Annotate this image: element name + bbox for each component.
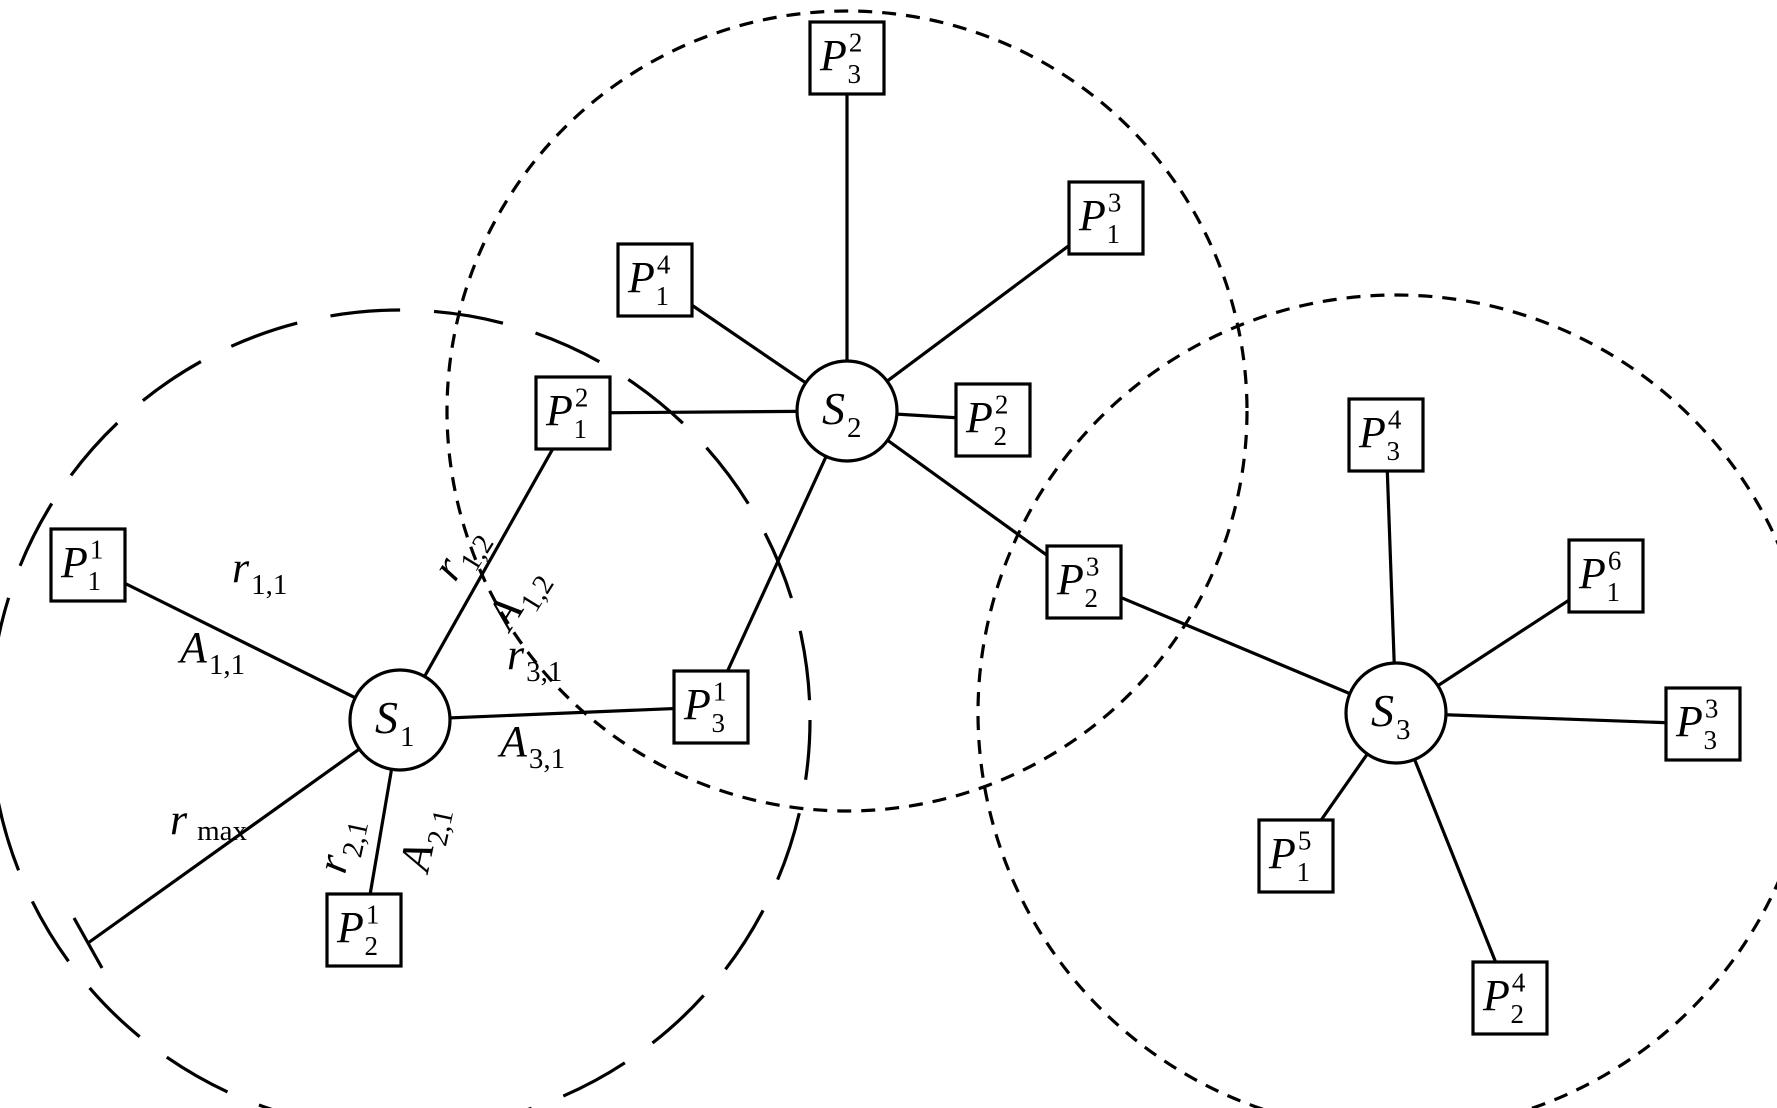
point-box — [1567, 538, 1645, 614]
edge-label-group: r3,1 — [507, 630, 562, 688]
rmax-end-tick — [72, 917, 104, 969]
point-box — [1067, 180, 1145, 256]
station-node-s2: S2 — [795, 359, 899, 463]
point-box — [1257, 818, 1335, 894]
point-box — [325, 892, 403, 968]
edge-label-group: r1,2 — [422, 515, 501, 593]
link-s3-p32 — [1083, 580, 1397, 715]
point-box — [1471, 960, 1549, 1036]
edge-label-group: A1,1 — [177, 623, 245, 681]
edge-label-group: A2,1 — [389, 801, 460, 880]
point-box — [534, 375, 612, 451]
link-s2-p13 — [709, 410, 849, 708]
edge-label-r12: r1,2 — [422, 515, 501, 593]
station-circle — [1344, 661, 1448, 765]
point-box — [1347, 397, 1425, 473]
point-box — [616, 242, 694, 318]
point-box — [672, 669, 750, 745]
edge-label-group: A3,1 — [497, 717, 565, 775]
edge-label-r11: r1,1 — [232, 543, 287, 601]
edge-label-r31: r3,1 — [507, 630, 562, 688]
range-circle-s1 — [0, 308, 812, 1108]
link-s1-p21 — [398, 412, 575, 721]
link-s1-rmax — [87, 718, 401, 945]
station-circle — [348, 668, 452, 772]
link-s1-p11 — [87, 563, 401, 722]
edge-label-r21: r2,1 — [307, 813, 375, 879]
edge-label-group: r1,1 — [232, 543, 287, 601]
link-s1-p13 — [399, 705, 712, 722]
point-box — [1045, 544, 1123, 620]
range-circle-s3 — [976, 293, 1777, 1108]
station-node-s1: S1 — [348, 668, 452, 772]
link-s2-p31 — [846, 216, 1107, 413]
edge-label-A21: A2,1 — [389, 801, 460, 880]
point-box — [954, 382, 1032, 458]
range-circle-s2 — [445, 9, 1249, 813]
station-label: S2 — [822, 383, 862, 444]
range-circles — [0, 9, 1777, 1108]
edge-label-A11: A1,1 — [177, 623, 245, 681]
point-box — [49, 527, 127, 603]
edge-label-group: r2,1 — [307, 813, 375, 879]
station-label: S1 — [375, 692, 415, 753]
point-box — [1664, 686, 1742, 762]
station-node-s3: S3 — [1344, 661, 1448, 765]
station-label: S3 — [1371, 685, 1411, 746]
point-box — [808, 20, 886, 96]
edge-label-A31: A3,1 — [497, 717, 565, 775]
station-circle — [795, 359, 899, 463]
